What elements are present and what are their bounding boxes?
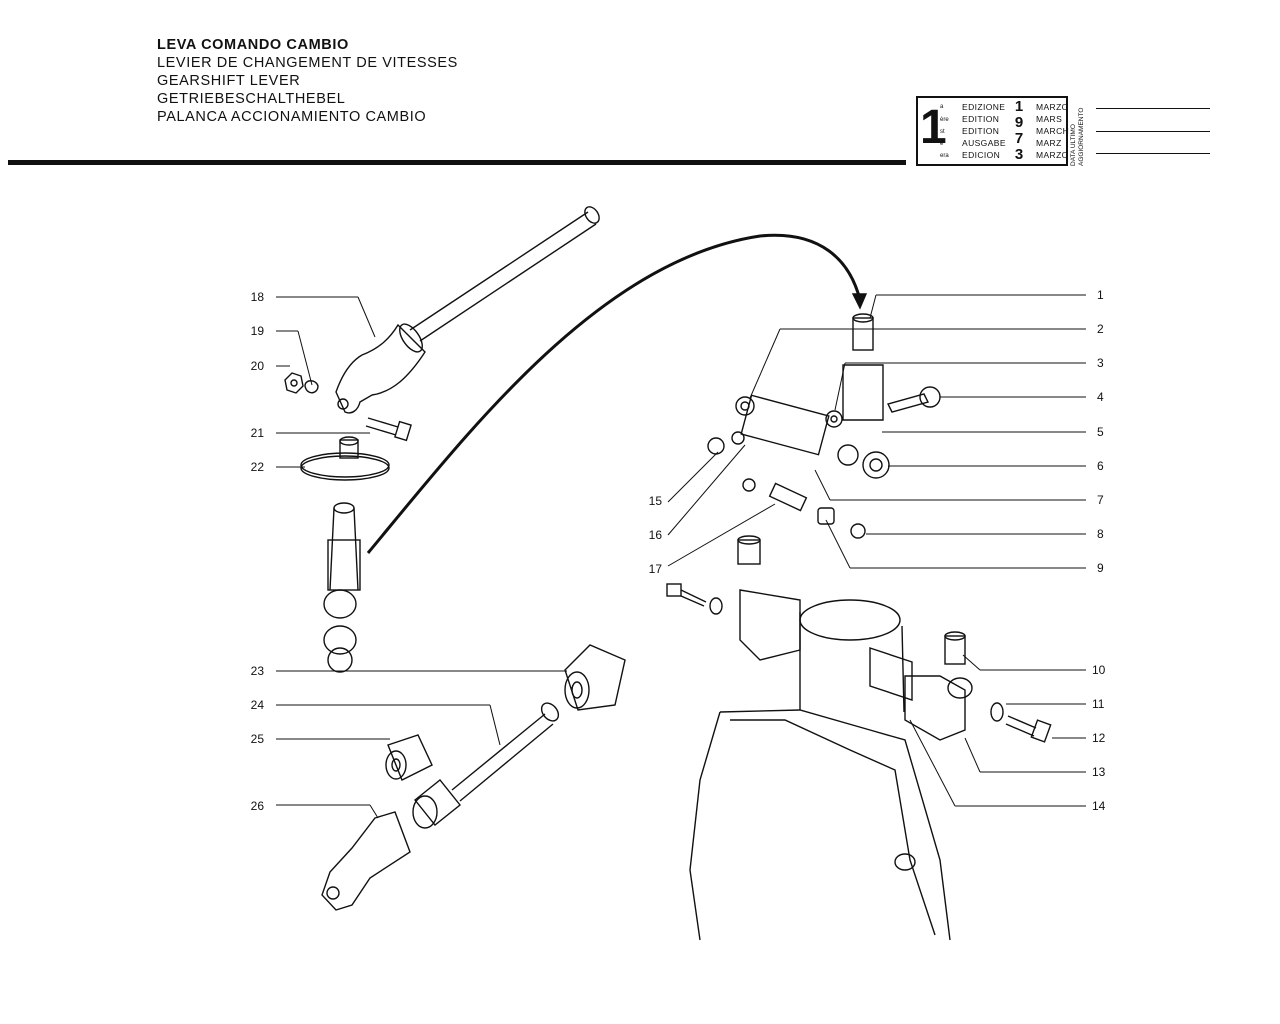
- callout-24: 24: [250, 698, 264, 712]
- edition-label: EDITION: [962, 114, 1000, 124]
- update-line: [1096, 131, 1210, 132]
- title-german: GETRIEBESCHALTHEBEL: [157, 91, 346, 107]
- bolt-21: [365, 417, 412, 442]
- callout-4: 4: [1097, 390, 1104, 404]
- bolt-lower-left: [666, 583, 723, 615]
- header-rule: [8, 160, 906, 165]
- callout-25: 25: [250, 732, 264, 746]
- nut-20: [284, 372, 304, 394]
- callout-8: 8: [1097, 527, 1104, 541]
- title-french: LEVIER DE CHANGEMENT DE VITESSES: [157, 55, 458, 71]
- callout-2: 2: [1097, 322, 1104, 336]
- callout-11: 11: [1092, 697, 1105, 711]
- callout-1: 1: [1097, 288, 1104, 302]
- callout-14: 14: [1092, 799, 1106, 813]
- callout-13: 13: [1092, 765, 1106, 779]
- callout-21: 21: [250, 426, 264, 440]
- edition-label: EDITION: [962, 126, 1000, 136]
- callout-9: 9: [1097, 561, 1104, 575]
- callout-15: 15: [648, 494, 662, 508]
- callout-7: 7: [1097, 493, 1104, 507]
- callout-16: 16: [648, 528, 662, 542]
- edition-suffix: a: [940, 104, 944, 110]
- callout-3: 3: [1097, 356, 1104, 370]
- edition-label: EDIZIONE: [962, 102, 1006, 112]
- callout-20: 20: [250, 359, 264, 373]
- leader-lines: [276, 294, 1086, 819]
- selector-assembly: [707, 313, 941, 565]
- title-spanish: PALANCA ACCIONAMIENTO CAMBIO: [157, 109, 427, 125]
- callout-18: 18: [250, 290, 264, 304]
- edition-number: 1: [920, 101, 947, 154]
- callout-12: 12: [1092, 731, 1106, 745]
- bushing-10: [944, 635, 966, 665]
- callout-5: 5: [1097, 425, 1104, 439]
- bolt-12: [1005, 715, 1052, 743]
- sleeve-23: [564, 644, 626, 711]
- edition-month: MARZO: [1036, 150, 1069, 160]
- gearbox-housing: [689, 589, 951, 941]
- callout-19: 19: [250, 324, 264, 338]
- edition-month: MARZ: [1036, 138, 1062, 148]
- edition-month: MARCH: [1036, 126, 1070, 136]
- title-italian: LEVA COMANDO CAMBIO: [157, 37, 349, 53]
- lever-13: [904, 675, 966, 741]
- edition-suffix: e: [940, 141, 944, 147]
- update-line: [1096, 153, 1210, 154]
- edition-month: MARZO: [1036, 102, 1069, 112]
- washer-19: [304, 380, 319, 394]
- edition-suffix: era: [940, 153, 949, 159]
- callout-26: 26: [250, 799, 264, 813]
- edition-suffix: st: [940, 129, 945, 135]
- gearshift-shaft: [323, 502, 361, 673]
- page-title-block: LEVA COMANDO CAMBIO LEVIER DE CHANGEMENT…: [157, 36, 458, 126]
- arm-26: [321, 811, 411, 911]
- callout-22: 22: [250, 460, 264, 474]
- edition-suffix: ère: [940, 117, 949, 123]
- washer-11: [990, 702, 1004, 722]
- edition-label: EDICION: [962, 150, 1001, 160]
- edition-label: AUSGABE: [962, 138, 1006, 148]
- callout-6: 6: [1097, 459, 1104, 473]
- plate-22: [300, 436, 390, 481]
- edition-box: 1 a ère st e era EDIZIONE EDITION EDITIO…: [916, 96, 1070, 166]
- edition-month: MARS: [1036, 114, 1063, 124]
- shift-rod-upper: [335, 206, 600, 414]
- update-line: [1096, 108, 1210, 109]
- callout-10: 10: [1092, 663, 1106, 677]
- arc-arrow: [366, 233, 862, 554]
- callout-17: 17: [648, 562, 662, 576]
- bushing-25: [385, 734, 433, 781]
- rod-24: [412, 702, 560, 829]
- callout-23: 23: [250, 664, 264, 678]
- title-english: GEARSHIFT LEVER: [157, 73, 301, 89]
